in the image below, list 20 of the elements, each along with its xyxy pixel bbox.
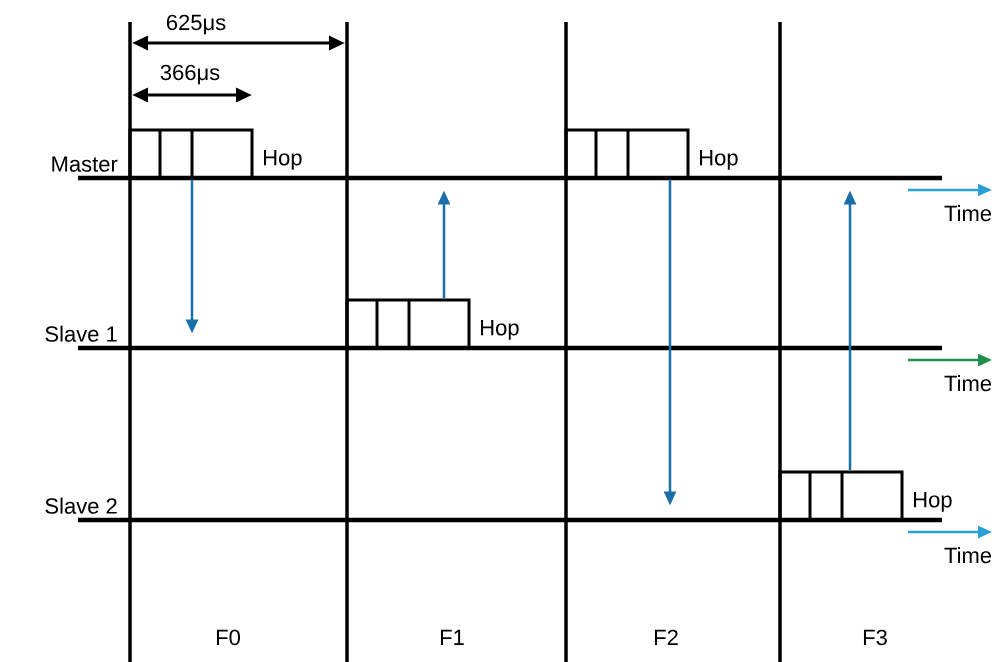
packet-box [128, 128, 254, 180]
packet-box [564, 128, 690, 180]
frame-label: F0 [216, 629, 240, 646]
dimension-label: 366μs [160, 64, 220, 85]
time-label: Time [944, 375, 992, 392]
node-label: Slave 2 [45, 497, 117, 514]
hop-label: Hop [264, 150, 302, 170]
node-label: Master [52, 156, 118, 172]
frame-label: F2 [654, 629, 678, 645]
hop-label: Hop [481, 320, 519, 340]
node-label: Slave 1 [45, 325, 117, 342]
hop-label: Hop [914, 492, 952, 512]
time-label: Time [944, 547, 992, 564]
frame-label: F3 [864, 629, 887, 646]
packet-box [345, 298, 471, 350]
hop-label: Hop [700, 150, 738, 170]
packet-box [778, 470, 904, 522]
frame-label: F1 [440, 629, 464, 645]
dimension-label: 625μs [166, 14, 226, 35]
time-label: Time [944, 205, 992, 222]
